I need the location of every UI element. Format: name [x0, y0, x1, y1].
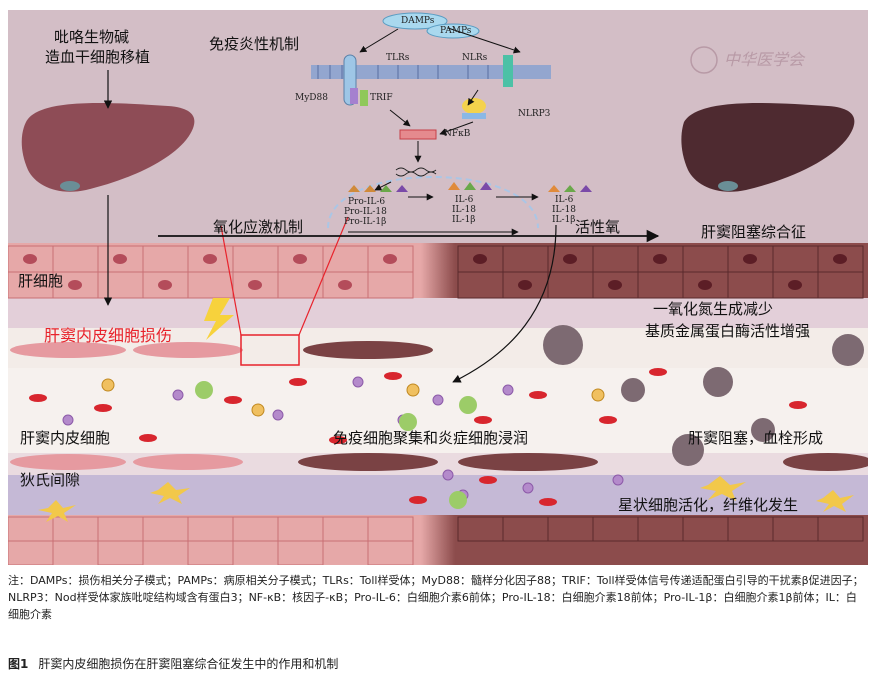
no-decrease-label: 一氧化氮生成减少 [653, 302, 773, 317]
mature-il6-label: IL-6 [555, 196, 573, 205]
mechanism-diagram: DAMPs PAMPs TLRs NLRs MyD88 TRIF NLRP3 N… [8, 10, 868, 565]
oxidative-stress-label: 氧化应激机制 [213, 220, 303, 235]
hepatocyte-cells [8, 246, 413, 298]
disse-label: 狄氏间隙 [20, 473, 80, 488]
lsec-label: 肝窦内皮细胞 [20, 431, 110, 446]
lower-hepatocyte-cells [8, 517, 413, 565]
trif-label: TRIF [370, 94, 393, 103]
lightning-icon [204, 298, 234, 340]
figure-caption: 图1 肝窦内皮细胞损伤在肝窦阻塞综合征发生中的作用和机制 [8, 655, 338, 672]
nfkb-label: NFκB [444, 130, 470, 139]
signaling-pathway [311, 13, 592, 228]
diagram-art [8, 10, 868, 565]
caption-number: 图1 [8, 657, 28, 671]
pro-il6-label: Pro-IL-6 [348, 198, 385, 207]
hepatocyte-label: 肝细胞 [18, 274, 63, 289]
damaged-endothelial-cells [298, 341, 868, 471]
watermark-text: 中华医学会 [724, 52, 804, 68]
injury-highlight-box [241, 335, 299, 365]
caption-text: 肝窦内皮细胞损伤在肝窦阻塞综合征发生中的作用和机制 [38, 657, 338, 671]
immune-mechanism-label: 免疫炎性机制 [209, 37, 299, 52]
mid-il18-label: IL-18 [452, 206, 476, 215]
pro-il18-label: Pro-IL-18 [344, 208, 387, 217]
lower-damaged-hepatocyte-cells [458, 517, 863, 541]
immune-aggregation-label: 免疫细胞聚集和炎症细胞浸润 [333, 431, 528, 446]
mid-il6-label: IL-6 [455, 196, 473, 205]
hsct-label: 造血干细胞移植 [45, 50, 150, 65]
pamps-label: PAMPs [440, 27, 471, 36]
healthy-endothelial-cells [10, 342, 243, 470]
stellate-label: 星状细胞活化，纤维化发生 [618, 498, 798, 513]
obstruction-label: 肝窦阻塞，血栓形成 [688, 431, 823, 446]
figure-note: 注：DAMPs：损伤相关分子模式；PAMPs：病原相关分子模式；TLRs：Tol… [8, 572, 866, 623]
healthy-liver-icon [22, 103, 195, 192]
damaged-hepatocyte-cells [458, 246, 863, 298]
myd88-label: MyD88 [295, 94, 328, 103]
ros-label: 活性氧 [575, 220, 620, 235]
mature-il1b-label: IL-1β [552, 216, 576, 225]
mid-il1b-label: IL-1β [452, 216, 476, 225]
damaged-liver-icon [681, 103, 854, 192]
sos-label: 肝窦阻塞综合征 [701, 225, 806, 240]
tlrs-label: TLRs [386, 54, 409, 63]
pyrrolizidine-label: 吡咯生物碱 [54, 30, 129, 45]
mmp-increase-label: 基质金属蛋白酶活性增强 [645, 324, 810, 339]
lsec-injury-label: 肝窦内皮细胞损伤 [44, 328, 172, 344]
mature-il18-label: IL-18 [552, 206, 576, 215]
nlrp3-label: NLRP3 [518, 110, 550, 119]
damps-label: DAMPs [401, 17, 434, 26]
nlrs-label: NLRs [462, 54, 487, 63]
watermark-logo-icon [691, 47, 717, 73]
pro-il1b-label: Pro-IL-1β [344, 218, 386, 227]
